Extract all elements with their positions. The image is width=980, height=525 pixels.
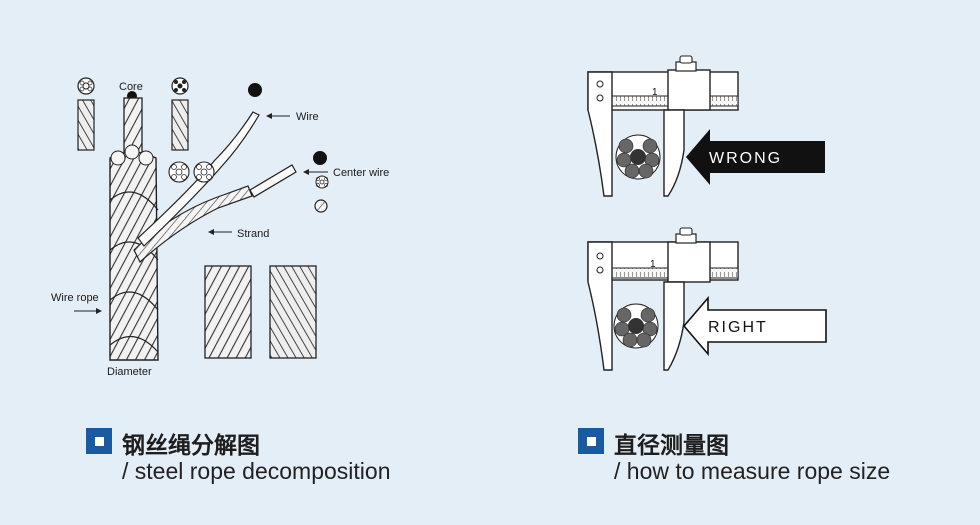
label-wire: Wire [296,111,319,123]
wrong-arrow [686,129,825,185]
caption-square-icon [578,428,604,454]
measurement-caption-en: / how to measure rope size [614,458,891,484]
rope-cross-section-icons [168,161,215,183]
caliper-wrong: 1 2 WRONG [587,55,825,197]
label-diameter: Diameter [107,366,152,378]
strand-cross-section-icon [171,77,189,95]
measurement-caption-zh: 直径测量图 [614,433,729,459]
rope-section-wrong-icon [615,134,661,180]
wire-rope-body [109,144,159,361]
rope-lay-sample-lang [269,265,317,359]
decomposition-caption-en: / steel rope decomposition [122,458,391,484]
scale-mark-1: 1 [652,87,658,98]
label-core: Core [119,81,143,93]
rope-section-right-icon [613,303,659,349]
right-arrow [682,295,827,357]
label-right: RIGHT [708,319,768,336]
center-wire-section-icon [313,151,327,165]
core-cross-section-icon [77,77,95,95]
label-strand: Strand [237,228,269,240]
caliper-right: 1 2 RIGHT [587,227,827,371]
label-wire-rope: Wire rope [51,292,99,304]
decomposition-caption-zh: 钢丝绳分解图 [122,433,260,459]
label-center-wire: Center wire [333,167,389,179]
wire-section-icon [248,83,262,97]
core-column-left [77,99,95,151]
strand-section-icon [315,175,329,189]
rope-lay-sample-regular [204,265,252,359]
caption-square-icon [86,428,112,454]
strand-section-dark-icon [314,199,328,213]
rope-decomposition-diagram: Core Wire Center [51,77,389,378]
core-column-right [171,99,189,151]
center-wire [249,164,297,198]
label-wrong: WRONG [709,150,782,167]
scale-mark-1-right: 1 [650,259,656,270]
